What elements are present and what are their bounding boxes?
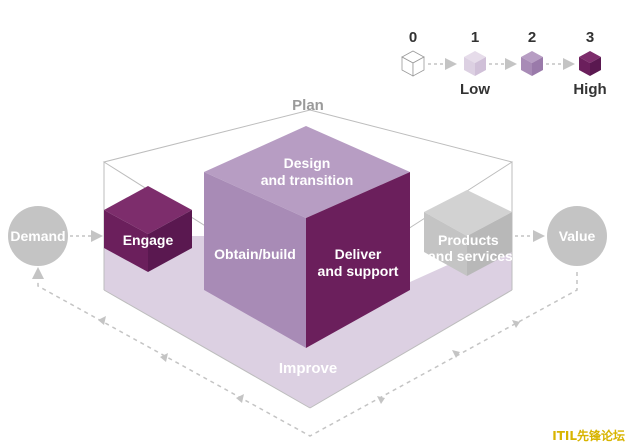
- design-label-line1: Design: [284, 155, 331, 171]
- demand-circle: [8, 206, 68, 266]
- legend-cube-1-icon: [464, 51, 486, 76]
- improve-label: Improve: [279, 360, 337, 377]
- deliver-label-line1: Deliver: [335, 246, 382, 262]
- products-label-line1: Products: [438, 232, 499, 248]
- watermark-text: ITIL先锋论坛: [552, 428, 625, 443]
- legend-cube-3-icon: [579, 51, 601, 76]
- plan-label: Plan: [292, 97, 324, 114]
- loop-arrowhead: [236, 394, 244, 403]
- legend-level-1-number: 1: [471, 29, 479, 46]
- legend-high-caption: High: [573, 81, 606, 98]
- legend-level-0-number: 0: [409, 29, 417, 46]
- maturity-legend: 0 1 2 3 Low Hi: [401, 29, 607, 98]
- legend-level-3-number: 3: [586, 29, 594, 46]
- design-transition-face: [204, 126, 410, 218]
- legend-level-2-number: 2: [528, 29, 536, 46]
- deliver-support-face: [306, 172, 410, 348]
- improve-loop-arrow: [32, 267, 578, 437]
- loop-arrowhead: [160, 353, 168, 362]
- products-cube: [424, 190, 512, 276]
- central-cube: [204, 126, 410, 348]
- products-label-line2: and services: [428, 248, 513, 264]
- loop-arrowhead: [98, 316, 106, 325]
- legend-cube-2-icon: [521, 51, 543, 76]
- loop-arrowhead: [377, 396, 385, 404]
- obtain-build-face: [204, 172, 306, 348]
- deliver-label-line2: and support: [318, 263, 399, 279]
- value-label: Value: [559, 228, 596, 244]
- value-circle: [547, 206, 607, 266]
- loop-arrowhead: [452, 350, 460, 358]
- engage-cube: [104, 186, 192, 272]
- legend-cube-0-icon: [401, 50, 425, 77]
- loop-arrowhead: [512, 320, 520, 328]
- legend-low-caption: Low: [460, 81, 490, 98]
- design-label-line2: and transition: [261, 172, 354, 188]
- improve-loop: [32, 267, 578, 437]
- demand-label: Demand: [10, 228, 65, 244]
- engage-label: Engage: [123, 232, 174, 248]
- obtain-build-label: Obtain/build: [214, 246, 296, 262]
